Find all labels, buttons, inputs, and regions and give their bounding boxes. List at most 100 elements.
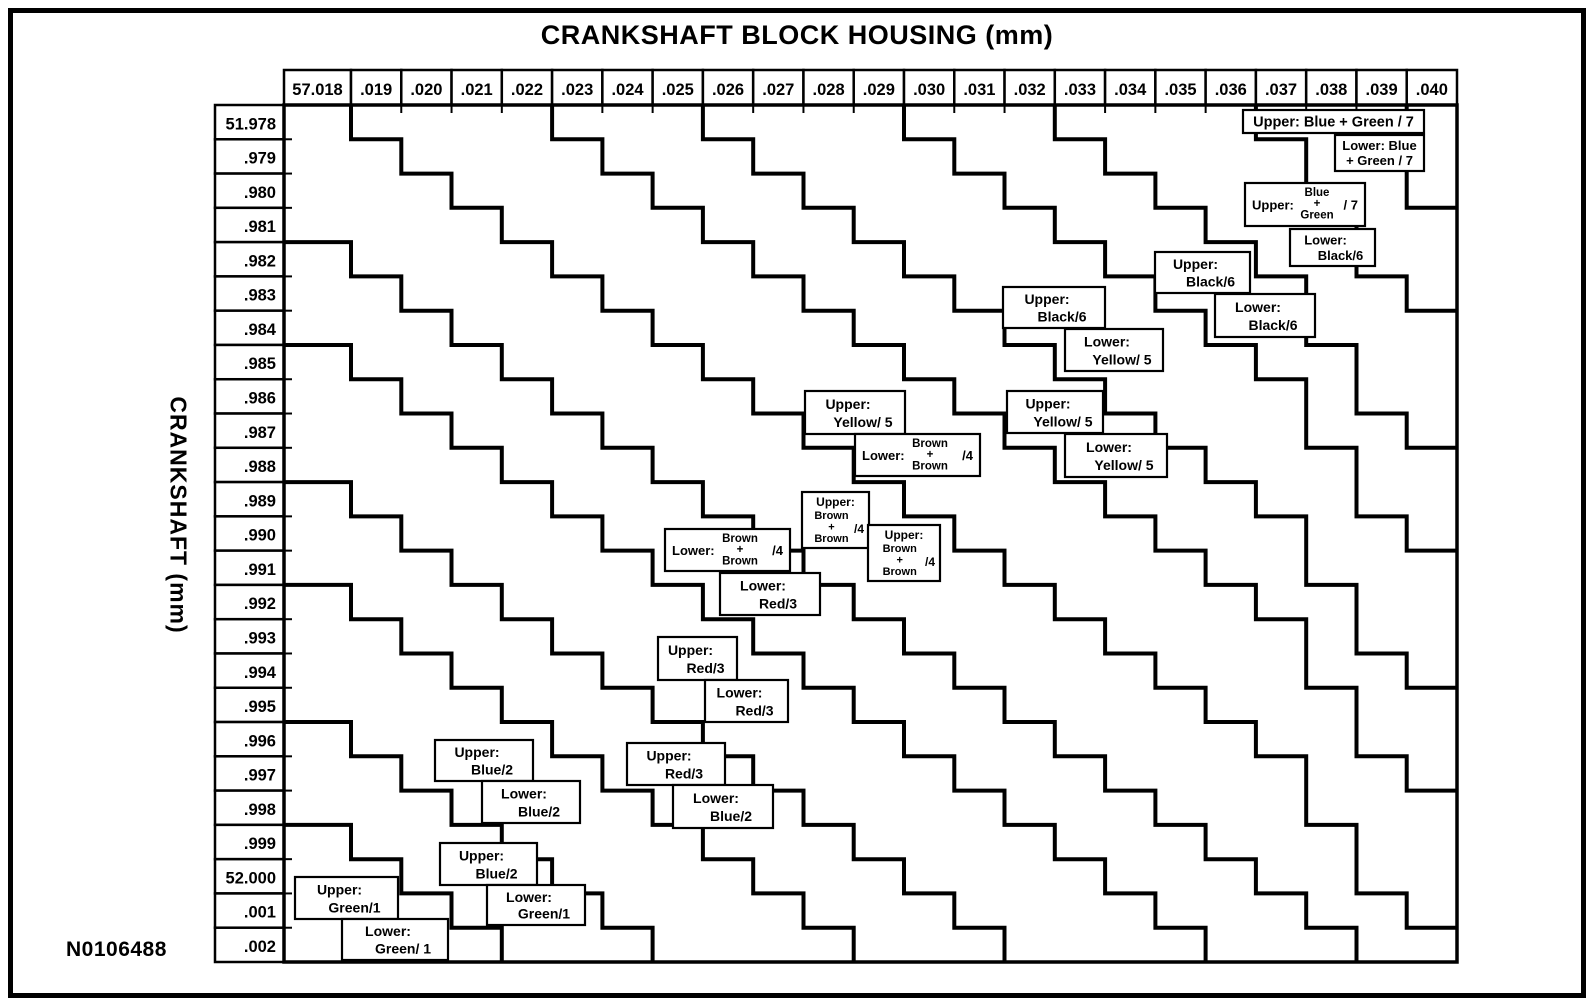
grade-label-text: Upper: xyxy=(1173,256,1218,272)
row-header-label: .999 xyxy=(244,835,276,853)
grade-label-text: Lower: xyxy=(672,543,715,558)
row-header-label: .992 xyxy=(244,595,276,613)
grade-label-text: Red/3 xyxy=(686,660,724,676)
grade-label-text: Lower: xyxy=(717,685,763,701)
grade-label-text: Lower: xyxy=(1235,299,1281,315)
row-header-cell: .989 xyxy=(213,480,286,518)
grade-label-text: Upper: xyxy=(825,396,870,412)
row-header-cell: .983 xyxy=(213,275,286,312)
row-header-label: .994 xyxy=(244,664,277,682)
staircase-line xyxy=(284,720,655,962)
grade-label-text: Brown xyxy=(814,533,849,545)
row-header-label: .982 xyxy=(244,252,276,270)
col-header-box xyxy=(651,68,705,107)
col-header-label: .037 xyxy=(1265,81,1297,99)
row-header-label: .001 xyxy=(244,904,276,922)
row-header-label: .991 xyxy=(244,561,276,579)
col-header-label: .021 xyxy=(461,81,493,99)
grade-label-text: Green/1 xyxy=(518,906,570,922)
row-header-cell: .995 xyxy=(213,686,286,724)
y-axis-title: CRANKSHAFT (mm) xyxy=(165,396,192,634)
grade-label-text: Upper: xyxy=(885,528,924,542)
grade-label-text: Lower: xyxy=(1084,334,1130,350)
grade-label-frame xyxy=(853,432,982,478)
staircase-line xyxy=(1052,105,1457,450)
grade-label-text: Yellow/ 5 xyxy=(833,414,892,430)
staircase-line xyxy=(902,105,1457,553)
col-header-box xyxy=(1103,68,1157,107)
grade-label-text: Blue/2 xyxy=(518,803,560,819)
grade-label-frame xyxy=(340,917,450,962)
row-header-cell: .001 xyxy=(213,892,286,929)
row-header-label: .002 xyxy=(244,938,276,956)
col-header-label: .025 xyxy=(662,81,694,99)
grade-label-text: Lower: xyxy=(506,889,552,905)
staircase-line xyxy=(284,822,504,962)
grade-label-frame xyxy=(1288,227,1377,268)
col-header-cell: .034 xyxy=(1103,68,1157,107)
grade-label-text: Upper: xyxy=(459,848,504,864)
grade-label-text: Upper: xyxy=(816,495,855,509)
col-header-cell: .024 xyxy=(601,68,654,107)
row-header-cell: .985 xyxy=(213,343,286,381)
row-header-label: .987 xyxy=(244,424,276,442)
row-header-cell: .986 xyxy=(213,377,286,415)
grade-label-text: Brown xyxy=(722,533,758,545)
grade-label-text: Blue/2 xyxy=(710,808,752,824)
col-header-cell: .032 xyxy=(1003,68,1057,107)
grade-label-text: Lower: Blue xyxy=(1342,138,1416,153)
row-header-box xyxy=(213,617,286,655)
row-header-label: .979 xyxy=(244,150,276,168)
grade-label-text: Lower: xyxy=(1086,439,1132,455)
col-header-cell: .026 xyxy=(701,68,755,107)
row-header-cell: .984 xyxy=(213,309,286,347)
grade-label-box-upper-red-3-a: Upper:Red/3 xyxy=(656,635,739,682)
grade-label-frame xyxy=(293,875,400,921)
row-header-label: .990 xyxy=(244,527,276,545)
grade-label-box-upper-blue-green-7-a: Upper: Blue + Green / 7 xyxy=(1241,108,1426,135)
col-header-label: .040 xyxy=(1416,81,1448,99)
col-header-box xyxy=(450,68,504,107)
grade-label-text: Lower: xyxy=(740,578,786,594)
col-header-cell: .021 xyxy=(450,68,504,107)
row-header-cell: .980 xyxy=(213,172,286,210)
grade-label-frame xyxy=(656,635,739,682)
grade-label-text: Green xyxy=(1300,210,1333,222)
grade-label-frame xyxy=(480,779,582,825)
col-header-label: .023 xyxy=(561,81,593,99)
row-header-label: .983 xyxy=(244,287,276,305)
col-header-label: .039 xyxy=(1366,81,1398,99)
grade-label-text: /4 xyxy=(772,543,784,558)
grade-label-text: Brown xyxy=(814,510,849,522)
grade-label-text: Brown xyxy=(912,461,948,473)
row-header-label: 52.000 xyxy=(226,869,276,887)
row-header-cell: .988 xyxy=(213,446,286,484)
row-header-label: .981 xyxy=(244,218,276,236)
row-header-label: .985 xyxy=(244,355,276,373)
col-header-cell: .038 xyxy=(1304,68,1358,107)
figure-id: N0106488 xyxy=(66,938,167,961)
grade-label-text: /4 xyxy=(854,522,864,536)
grade-label-text: Lower: xyxy=(1304,233,1347,248)
row-header-label: .998 xyxy=(244,801,276,819)
grade-label-box-upper-blue-green-7-b: Upper:Blue+Green/ 7 xyxy=(1243,181,1367,228)
grade-label-frame xyxy=(703,678,790,724)
staircase-line xyxy=(700,105,1457,690)
grade-label-text: /4 xyxy=(962,448,974,463)
row-header-label: .984 xyxy=(244,321,277,339)
grade-label-text: Red/3 xyxy=(735,702,773,718)
staircase-line xyxy=(284,582,856,962)
row-header-cell: .999 xyxy=(213,823,286,861)
col-header-box xyxy=(1405,68,1459,107)
grade-label-text: Upper: Blue + Green / 7 xyxy=(1253,115,1414,131)
grade-label-text: Upper: xyxy=(646,748,691,764)
col-header-label: .028 xyxy=(813,81,845,99)
grade-label-text: Lower: xyxy=(693,790,739,806)
row-header-label: .997 xyxy=(244,767,276,785)
grade-label-text: Upper: xyxy=(1025,396,1070,412)
staircase-line xyxy=(349,105,1457,930)
col-header-cell: .040 xyxy=(1405,68,1459,107)
col-header-cell: .020 xyxy=(400,68,453,107)
grade-label-frame xyxy=(1005,389,1105,435)
row-header-cell: .982 xyxy=(213,240,286,278)
